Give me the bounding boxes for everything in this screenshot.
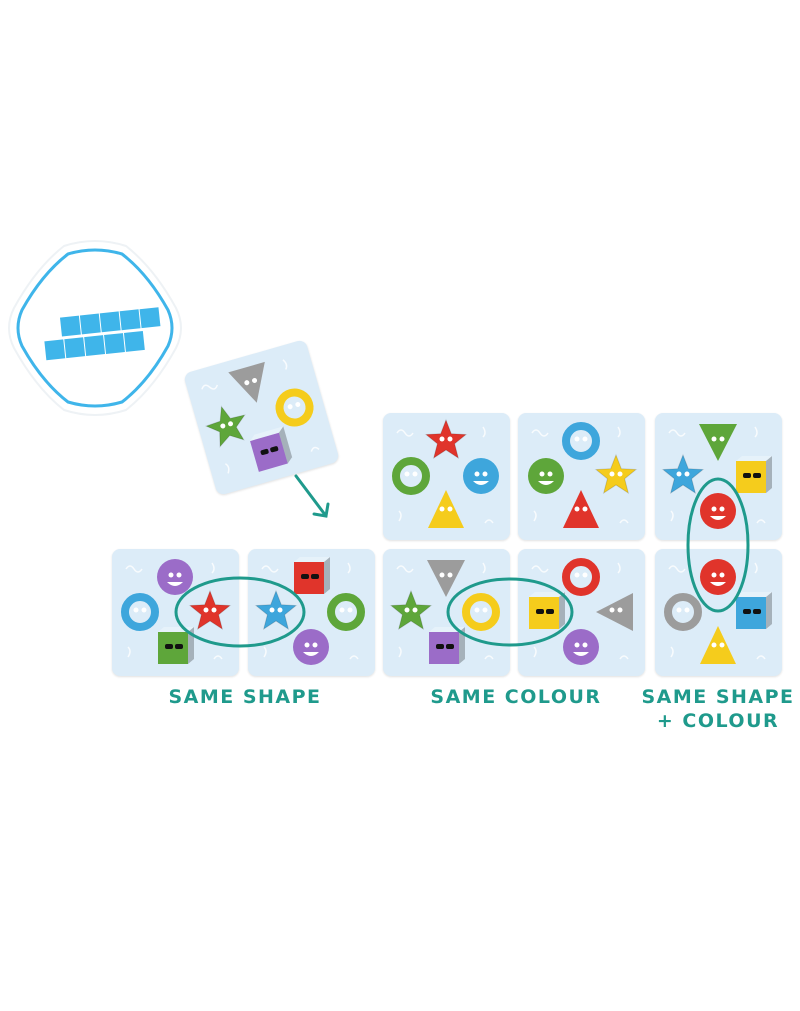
card-doodles [531,426,629,524]
blue-star-icon [661,453,705,495]
yellow-ring-icon [462,593,500,631]
ten-frame-square [123,330,145,352]
ten-frame-square [59,315,81,337]
bottom-row-card[interactable] [112,549,239,676]
purple-circle-icon [157,559,193,595]
blue-star-icon [254,589,298,631]
yellow-triangle-icon [700,626,736,664]
label-same-colour: SAME COLOUR [430,686,602,708]
green-star-icon [204,405,246,448]
card-doodles [261,562,359,660]
label-same-shape-colour: SAME SHAPE + COLOUR [630,685,800,733]
red-star-icon [188,589,232,631]
card-doodles [125,562,223,660]
blue-cube-icon [736,592,772,629]
ten-frame-square [119,309,141,331]
purple-cube-icon [429,627,465,664]
purple-cube-icon [250,426,293,472]
blue-ring-icon [121,593,159,631]
red-circle-icon [700,493,736,529]
gray-triangle-left-icon [596,593,633,631]
green-ring-icon [327,593,365,631]
ten-frame-square [104,333,125,354]
ten-frame-token [8,240,182,416]
card-doodles [668,562,766,660]
yellow-cube-icon [529,592,565,629]
ten-frame-square [99,311,121,333]
red-triangle-icon [563,490,599,528]
label-same-shape: SAME SHAPE [168,686,322,708]
bottom-row-card[interactable] [655,549,782,676]
purple-circle-icon [293,629,329,665]
green-ring-icon [392,457,430,495]
green-triangle-down-icon [699,424,737,461]
yellow-cube-icon [736,456,772,493]
card-doodles [201,359,320,474]
label-line-2: + COLOUR [656,710,780,732]
gray-ring-icon [664,593,702,631]
ten-frame-square [64,337,86,359]
top-row-card[interactable] [518,413,645,540]
red-cube-icon [294,557,330,594]
purple-circle-icon [563,629,599,665]
yellow-star-icon [594,453,638,495]
bottom-row-card[interactable] [383,549,510,676]
gray-triangle-down-icon [427,560,465,597]
green-circle-icon [528,458,564,494]
card-doodles [396,562,494,660]
label-line-1: SAME SHAPE [641,686,795,708]
red-circle-icon [700,559,736,595]
gray-triangle-down-icon [228,361,265,403]
bottom-row-card[interactable] [248,549,375,676]
yellow-ring-icon [275,388,314,427]
red-star-icon [424,418,468,460]
green-cube-icon [158,627,194,664]
ten-frame-icon [44,307,161,361]
card-doodles [396,426,494,524]
ten-frame-square [44,339,66,361]
top-row-card[interactable] [383,413,510,540]
blue-ring-icon [562,422,600,460]
card-doodles [668,426,766,524]
card-doodles [531,562,629,660]
yellow-triangle-icon [428,490,464,528]
ten-frame-square [79,313,101,335]
top-row-card[interactable] [655,413,782,540]
tilted-card[interactable] [182,338,341,497]
red-ring-icon [562,558,600,596]
blue-circle-icon [463,458,499,494]
ten-frame-square [139,307,161,329]
green-star-icon [389,589,433,631]
ten-frame-square [84,335,106,357]
bottom-row-card[interactable] [518,549,645,676]
arrow-icon [294,474,330,518]
